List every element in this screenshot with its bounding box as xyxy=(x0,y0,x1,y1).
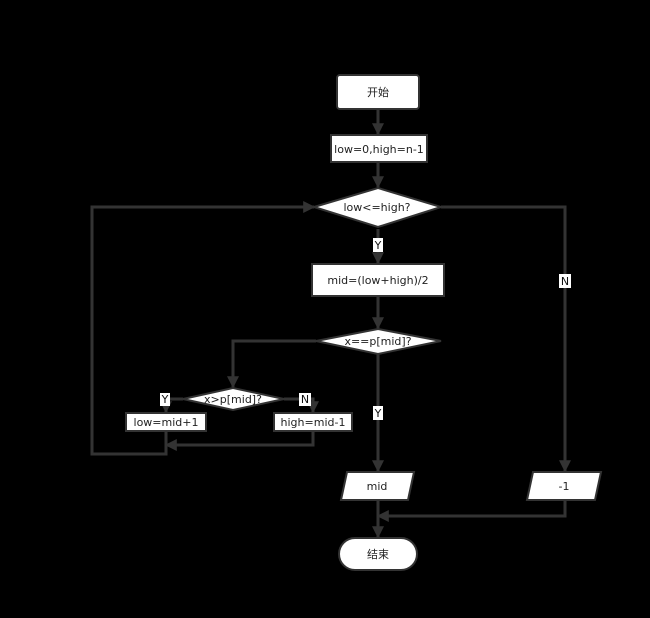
output-mid-node: mid xyxy=(339,471,416,501)
high-update-label: high=mid-1 xyxy=(281,416,346,429)
low-update-label: low=mid+1 xyxy=(134,416,199,429)
loop-yes-tag: Y xyxy=(373,238,383,252)
loop-condition-node: low<=high? xyxy=(310,186,445,229)
high-update-node: high=mid-1 xyxy=(273,412,353,432)
low-update-node: low=mid+1 xyxy=(125,412,207,432)
gt-yes-tag: Y xyxy=(160,393,170,406)
equal-check-label: x==p[mid]? xyxy=(344,335,411,348)
equal-check-node: x==p[mid]? xyxy=(315,327,442,356)
end-node: 结束 xyxy=(338,537,418,571)
edge-gt-high xyxy=(284,397,319,414)
output-neg-label: -1 xyxy=(559,480,570,493)
gt-no-tag: N xyxy=(299,393,311,406)
end-label: 结束 xyxy=(367,548,389,561)
edge-eq-gt xyxy=(227,339,316,389)
eq-yes-label: Y xyxy=(374,407,382,420)
greater-check-label: x>p[mid]? xyxy=(204,393,262,406)
edge-low-loopback xyxy=(90,201,316,456)
calc-mid-label: mid=(low+high)/2 xyxy=(327,274,428,287)
init-node: low=0,high=n-1 xyxy=(330,134,428,163)
edges xyxy=(90,110,571,539)
start-node: 开始 xyxy=(336,74,420,110)
start-label: 开始 xyxy=(367,85,389,99)
loop-condition-label: low<=high? xyxy=(343,201,410,214)
loop-no-tag: N xyxy=(559,274,571,288)
loop-no-label: N xyxy=(561,275,569,288)
edge-outneg-merge xyxy=(376,501,567,522)
output-neg-node: -1 xyxy=(525,471,603,501)
output-mid-label: mid xyxy=(367,480,388,493)
eq-yes-tag: Y xyxy=(373,406,383,420)
greater-check-node: x>p[mid]? xyxy=(182,386,285,412)
init-label: low=0,high=n-1 xyxy=(334,143,424,156)
edge-loop-outneg xyxy=(441,205,571,473)
loop-yes-label: Y xyxy=(374,239,382,252)
gt-yes-label: Y xyxy=(161,393,169,406)
calc-mid-node: mid=(low+high)/2 xyxy=(311,263,445,297)
gt-no-label: N xyxy=(301,393,309,406)
edge-high-merge xyxy=(164,432,315,451)
